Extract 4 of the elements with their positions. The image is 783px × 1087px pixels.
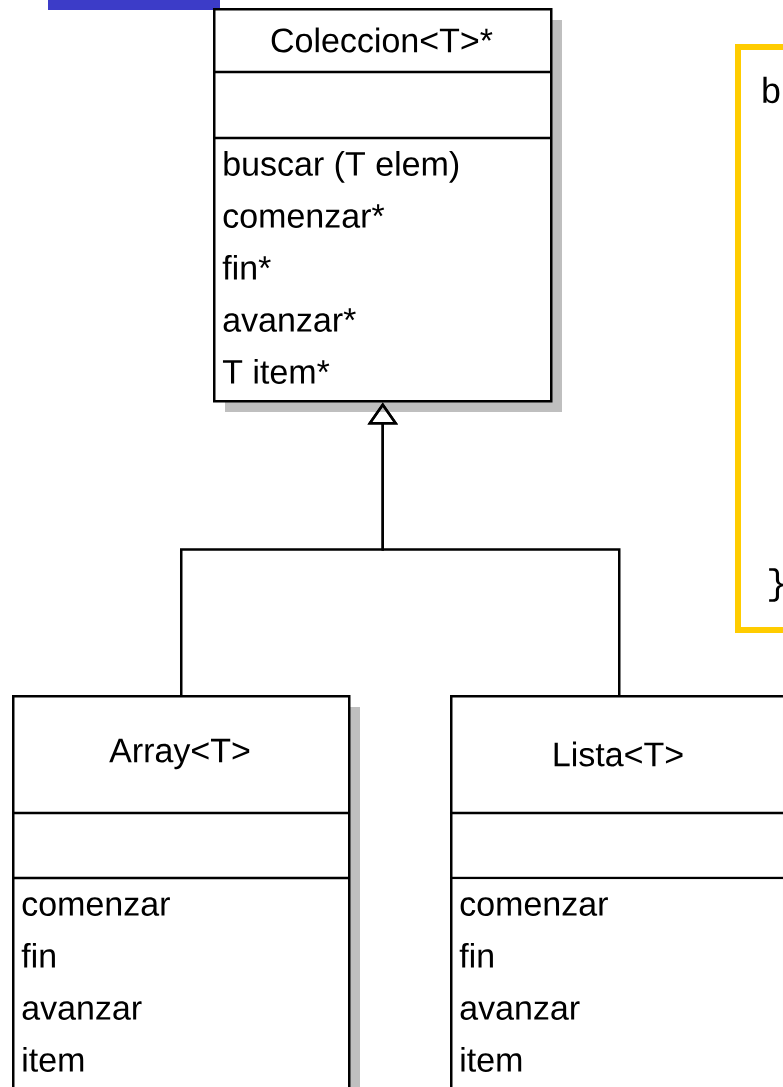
class-box: Lista<T> comenzar fin avanzar item: [450, 695, 783, 1087]
code-box: b }: [735, 44, 783, 633]
class-box: Coleccion<T>* buscar (T elem) comenzar* fin* avanzar* T item*: [213, 8, 562, 412]
class-box: Array<T> comenzar fin avanzar item: [12, 695, 360, 1087]
